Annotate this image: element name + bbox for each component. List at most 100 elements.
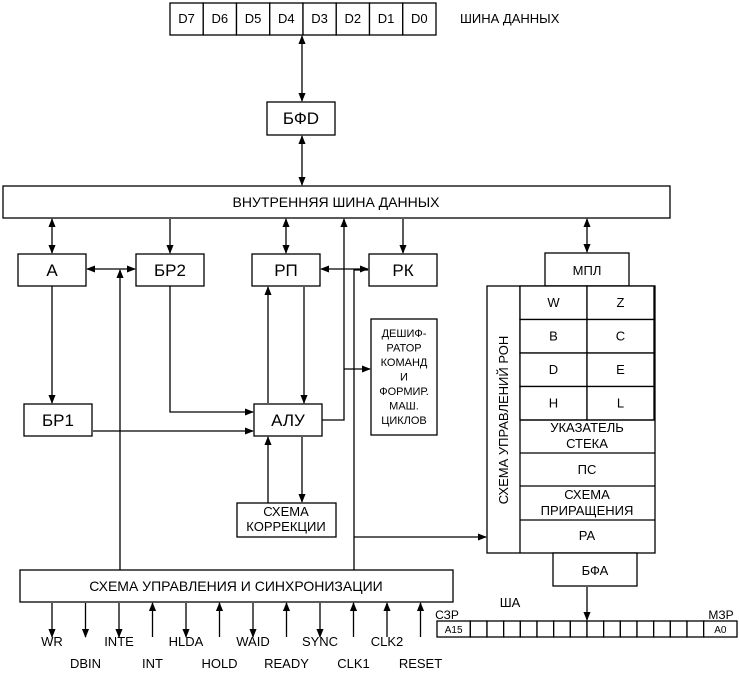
decoder-label-line: ФОРМИР. xyxy=(379,386,429,398)
address-bus-label: ША xyxy=(500,595,521,610)
address-bus-bit-cell xyxy=(503,620,521,638)
address-bus-bit-cell xyxy=(553,620,571,638)
signal-sync: SYNC xyxy=(302,634,338,649)
address-bit-a0: A0 xyxy=(714,625,727,636)
instruction-register-label: РК xyxy=(392,261,413,280)
data-bus-bit-cell xyxy=(335,2,371,36)
signal-dbin: DBIN xyxy=(70,656,101,671)
buffer-register-2-label: БР2 xyxy=(154,261,186,280)
data-bus-bit-cell xyxy=(169,2,204,36)
instruction-register-block: РК xyxy=(368,253,438,287)
address-bus-bit-cell xyxy=(536,620,555,638)
address-buffer-block: БФА xyxy=(552,552,638,587)
signal-waid: WAID xyxy=(236,634,269,649)
correction-label-line2: КОРРЕКЦИИ xyxy=(246,519,325,534)
connections xyxy=(48,35,591,621)
register-l: L xyxy=(617,396,624,411)
multiplexer-block: МПЛ xyxy=(544,252,630,287)
register-c: C xyxy=(616,329,625,344)
buffer-register-1-block: БР1 xyxy=(23,403,93,437)
decoder-label-line: РАТОР xyxy=(386,343,421,355)
correction-label-line1: СХЕМА xyxy=(263,504,309,519)
signal-hold: HOLD xyxy=(201,656,237,671)
register-control-label: СХЕМА УПРАВЛЕНИЙ РОН xyxy=(496,336,511,505)
increment-label-line1: СХЕМА xyxy=(564,487,610,502)
register-cell xyxy=(586,352,655,388)
signal-wr: WR xyxy=(41,634,63,649)
increment-label-line2: ПРИРАЩЕНИЯ xyxy=(541,503,634,518)
signal-hlda: HLDA xyxy=(169,634,204,649)
data-bus-bit-d3: D3 xyxy=(311,11,328,26)
internal-data-bus: ВНУТРЕННЯЯ ШИНА ДАННЫХ xyxy=(2,185,671,219)
data-bus-bit-d6: D6 xyxy=(212,11,229,26)
alu-block: АЛУ xyxy=(253,403,323,437)
address-bus-bit-cell xyxy=(569,620,588,638)
flags-register-label: РП xyxy=(274,261,298,280)
decimal-correction-block: СХЕМА КОРРЕКЦИИ xyxy=(236,502,337,538)
address-bit-a15: A15 xyxy=(445,625,463,636)
stack-pointer-label-line1: УКАЗАТЕЛЬ xyxy=(550,420,624,435)
decoder-label-line: ДЕШИФ- xyxy=(382,328,427,340)
signal-ready: READY xyxy=(264,656,309,671)
address-register-label: РА xyxy=(579,528,596,543)
data-bus-bit-d1: D1 xyxy=(378,11,395,26)
decoder-label-line: КОМАНД xyxy=(381,357,428,369)
buffer-register-2-block: БР2 xyxy=(135,253,205,287)
data-bus-bit-cell xyxy=(202,2,238,36)
signal-inte: INTE xyxy=(104,634,134,649)
address-bus-bit-cell xyxy=(653,620,671,638)
address-buffer-label: БФА xyxy=(582,563,609,578)
address-bus-bit-cell xyxy=(469,620,488,638)
address-bus-msb-label: СЗР xyxy=(435,608,459,622)
register-b: B xyxy=(549,329,558,344)
signal-int: INT xyxy=(142,656,163,671)
data-bus-bit-cell xyxy=(302,2,337,36)
address-bus-bit-cell xyxy=(669,620,688,638)
control-sync-block: СХЕМА УПРАВЛЕНИЯ И СИНХРОНИЗАЦИИ xyxy=(19,569,454,603)
signal-clk2: CLK2 xyxy=(371,634,404,649)
address-bus-bit-cell xyxy=(636,620,655,638)
decoder-label-line: МАШ. xyxy=(389,401,419,413)
data-bus-buffer-label: БФD xyxy=(283,109,319,128)
register-w: W xyxy=(547,295,560,310)
address-bus-lsb-label: МЗР xyxy=(708,608,733,622)
signal-reset: RESET xyxy=(399,656,442,671)
alu-label: АЛУ xyxy=(271,411,305,430)
data-bus-bit-d5: D5 xyxy=(245,11,262,26)
buffer-register-1-label: БР1 xyxy=(42,411,74,430)
address-bus-bit-cell xyxy=(586,620,605,638)
register-z: Z xyxy=(617,295,625,310)
data-bus-bit-cell xyxy=(402,2,437,36)
register-cell xyxy=(586,385,655,421)
data-bus-bit-d7: D7 xyxy=(178,11,195,26)
data-bus-bit-cell xyxy=(235,2,271,36)
address-bus-bit-cell xyxy=(619,620,638,638)
register-cell xyxy=(519,285,588,321)
register-d: D xyxy=(549,362,558,377)
register-e: E xyxy=(616,362,625,377)
multiplexer-label: МПЛ xyxy=(573,263,602,278)
accumulator-block: А xyxy=(17,253,87,287)
data-bus-bit-d0: D0 xyxy=(411,11,428,26)
address-bus-bit-cell xyxy=(486,620,505,638)
address-bus-bit-cell xyxy=(686,620,705,638)
address-bus-bit-cell xyxy=(519,620,538,638)
signal-clk1: CLK1 xyxy=(337,656,370,671)
accumulator-label: А xyxy=(46,261,58,280)
address-bus: ША СЗР МЗР A15 A0 xyxy=(435,595,738,638)
control-sync-label: СХЕМА УПРАВЛЕНИЯ И СИНХРОНИЗАЦИИ xyxy=(89,578,382,594)
data-bus-bit-d2: D2 xyxy=(345,11,362,26)
flags-register-block: РП xyxy=(251,253,321,287)
data-bus-bit-cell xyxy=(368,2,404,36)
address-bus-bit-cell xyxy=(603,620,621,638)
register-h: H xyxy=(549,396,558,411)
stack-pointer-label-line2: СТЕКА xyxy=(566,436,608,451)
address-bus-bit-cell xyxy=(703,620,738,638)
data-bus-label: ШИНА ДАННЫХ xyxy=(460,11,560,26)
